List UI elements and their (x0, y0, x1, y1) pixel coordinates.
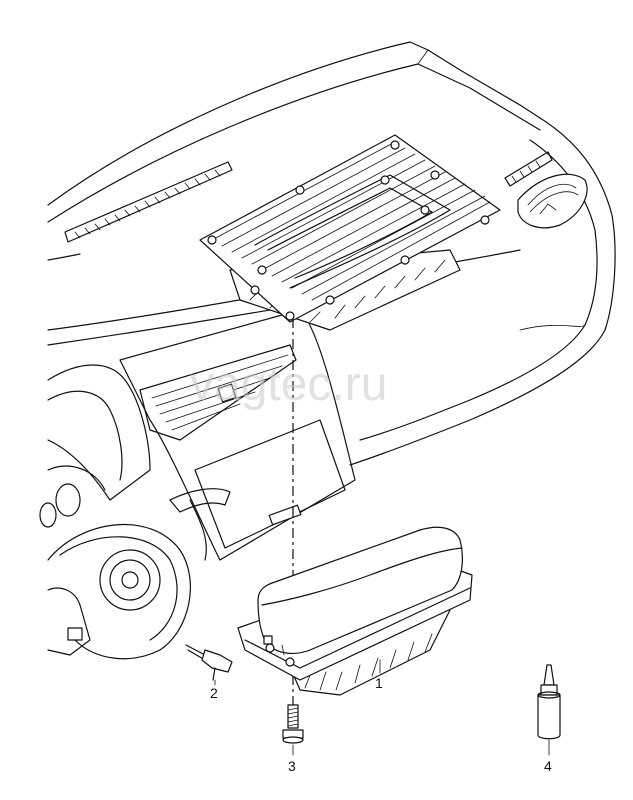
defrost-vent (64, 161, 233, 243)
watermark-text: vagtec.ru (190, 358, 387, 411)
adhesive-bottle-part (537, 664, 561, 740)
callout-1: 1 (375, 675, 383, 691)
bolt-part (282, 704, 304, 744)
right-air-vent (504, 151, 588, 229)
callout-leaders (214, 659, 550, 756)
center-console (119, 309, 356, 561)
callout-4: 4 (544, 758, 552, 774)
steering-wheel (47, 499, 207, 660)
callout-2: 2 (210, 685, 218, 701)
center-air-vent (139, 344, 297, 441)
dashboard (39, 41, 616, 660)
instrument-cluster (39, 364, 151, 528)
callout-3: 3 (288, 758, 296, 774)
airbag-mounting-frame (199, 134, 501, 331)
passenger-airbag-module (237, 526, 473, 696)
connector-part (185, 644, 233, 681)
